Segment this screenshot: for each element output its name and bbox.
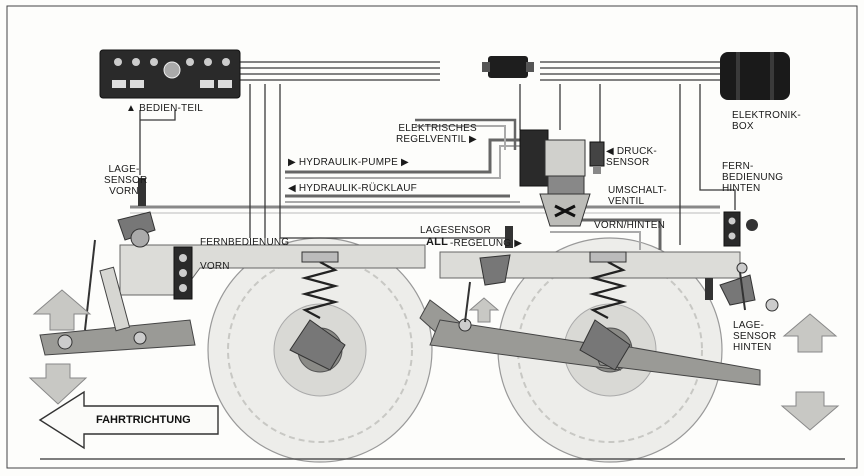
arrow-up-icon (32, 289, 92, 331)
height-sensor-icon (705, 262, 779, 312)
arrow-up-icon (468, 297, 500, 323)
chassis-frame (119, 205, 741, 296)
label-umschaltventil: UMSCHALT- VENTIL (608, 185, 667, 207)
direction-arrow-icon (38, 390, 219, 450)
label-elektrisches-regelventil: ELEKTRISCHES REGELVENTIL ▶ (396, 123, 477, 145)
front-lever-assembly (39, 239, 196, 356)
label-bedien-teil: ▲ BEDIEN-TEIL (126, 103, 203, 114)
label-fernbedienung-hinten: FERN- BEDIENUNG HINTEN (722, 161, 784, 194)
label-fernbedienung: FERNBEDIENUNG (200, 237, 290, 248)
label-druck-sensor: ◀ DRUCK- SENSOR (606, 146, 657, 168)
label-fahrtrichtung: FAHRTRICHTUNG (96, 414, 191, 426)
arrow-down-icon (28, 363, 88, 405)
diagram-border (6, 5, 858, 469)
label-lagesensor: LAGESENSOR (420, 225, 491, 236)
label-lage-sensor-vorn: LAGE- SENSOR VORN (104, 164, 148, 197)
label-hydraulik-pumpe: ▶ HYDRAULIK-PUMPE ▶ (288, 157, 409, 168)
label-regelung: -REGELUNG ▶ (450, 238, 523, 249)
wiring-harness (139, 61, 736, 245)
height-sensor-icon (458, 226, 513, 332)
coil-spring-icon (300, 251, 340, 319)
label-lage-sensor-hinten: LAGE- SENSOR HINTEN (733, 320, 777, 353)
arrow-up-icon (782, 313, 838, 353)
connector-icon (482, 56, 534, 78)
label-hydraulik-ruecklauf: ◀ HYDRAULIK-RÜCKLAUF (288, 183, 417, 194)
label-fernbedienung-vorn: VORN (200, 261, 230, 272)
label-elektronik-box: ELEKTRONIK- BOX (732, 110, 801, 132)
electronic-box-icon (720, 52, 790, 100)
remote-control-icon (723, 211, 758, 247)
height-sensor-icon (117, 178, 156, 248)
arrow-down-icon (780, 391, 840, 431)
remote-control-icon (173, 246, 193, 300)
valve-icon (519, 129, 591, 227)
label-vorn-hinten: VORN/HINTEN (594, 220, 666, 231)
control-panel-icon (99, 49, 241, 99)
label-all: ALL (426, 236, 448, 248)
trailing-arm-rear (429, 319, 761, 386)
coil-spring-icon (588, 251, 628, 319)
pressure-sensor-icon (589, 141, 605, 174)
